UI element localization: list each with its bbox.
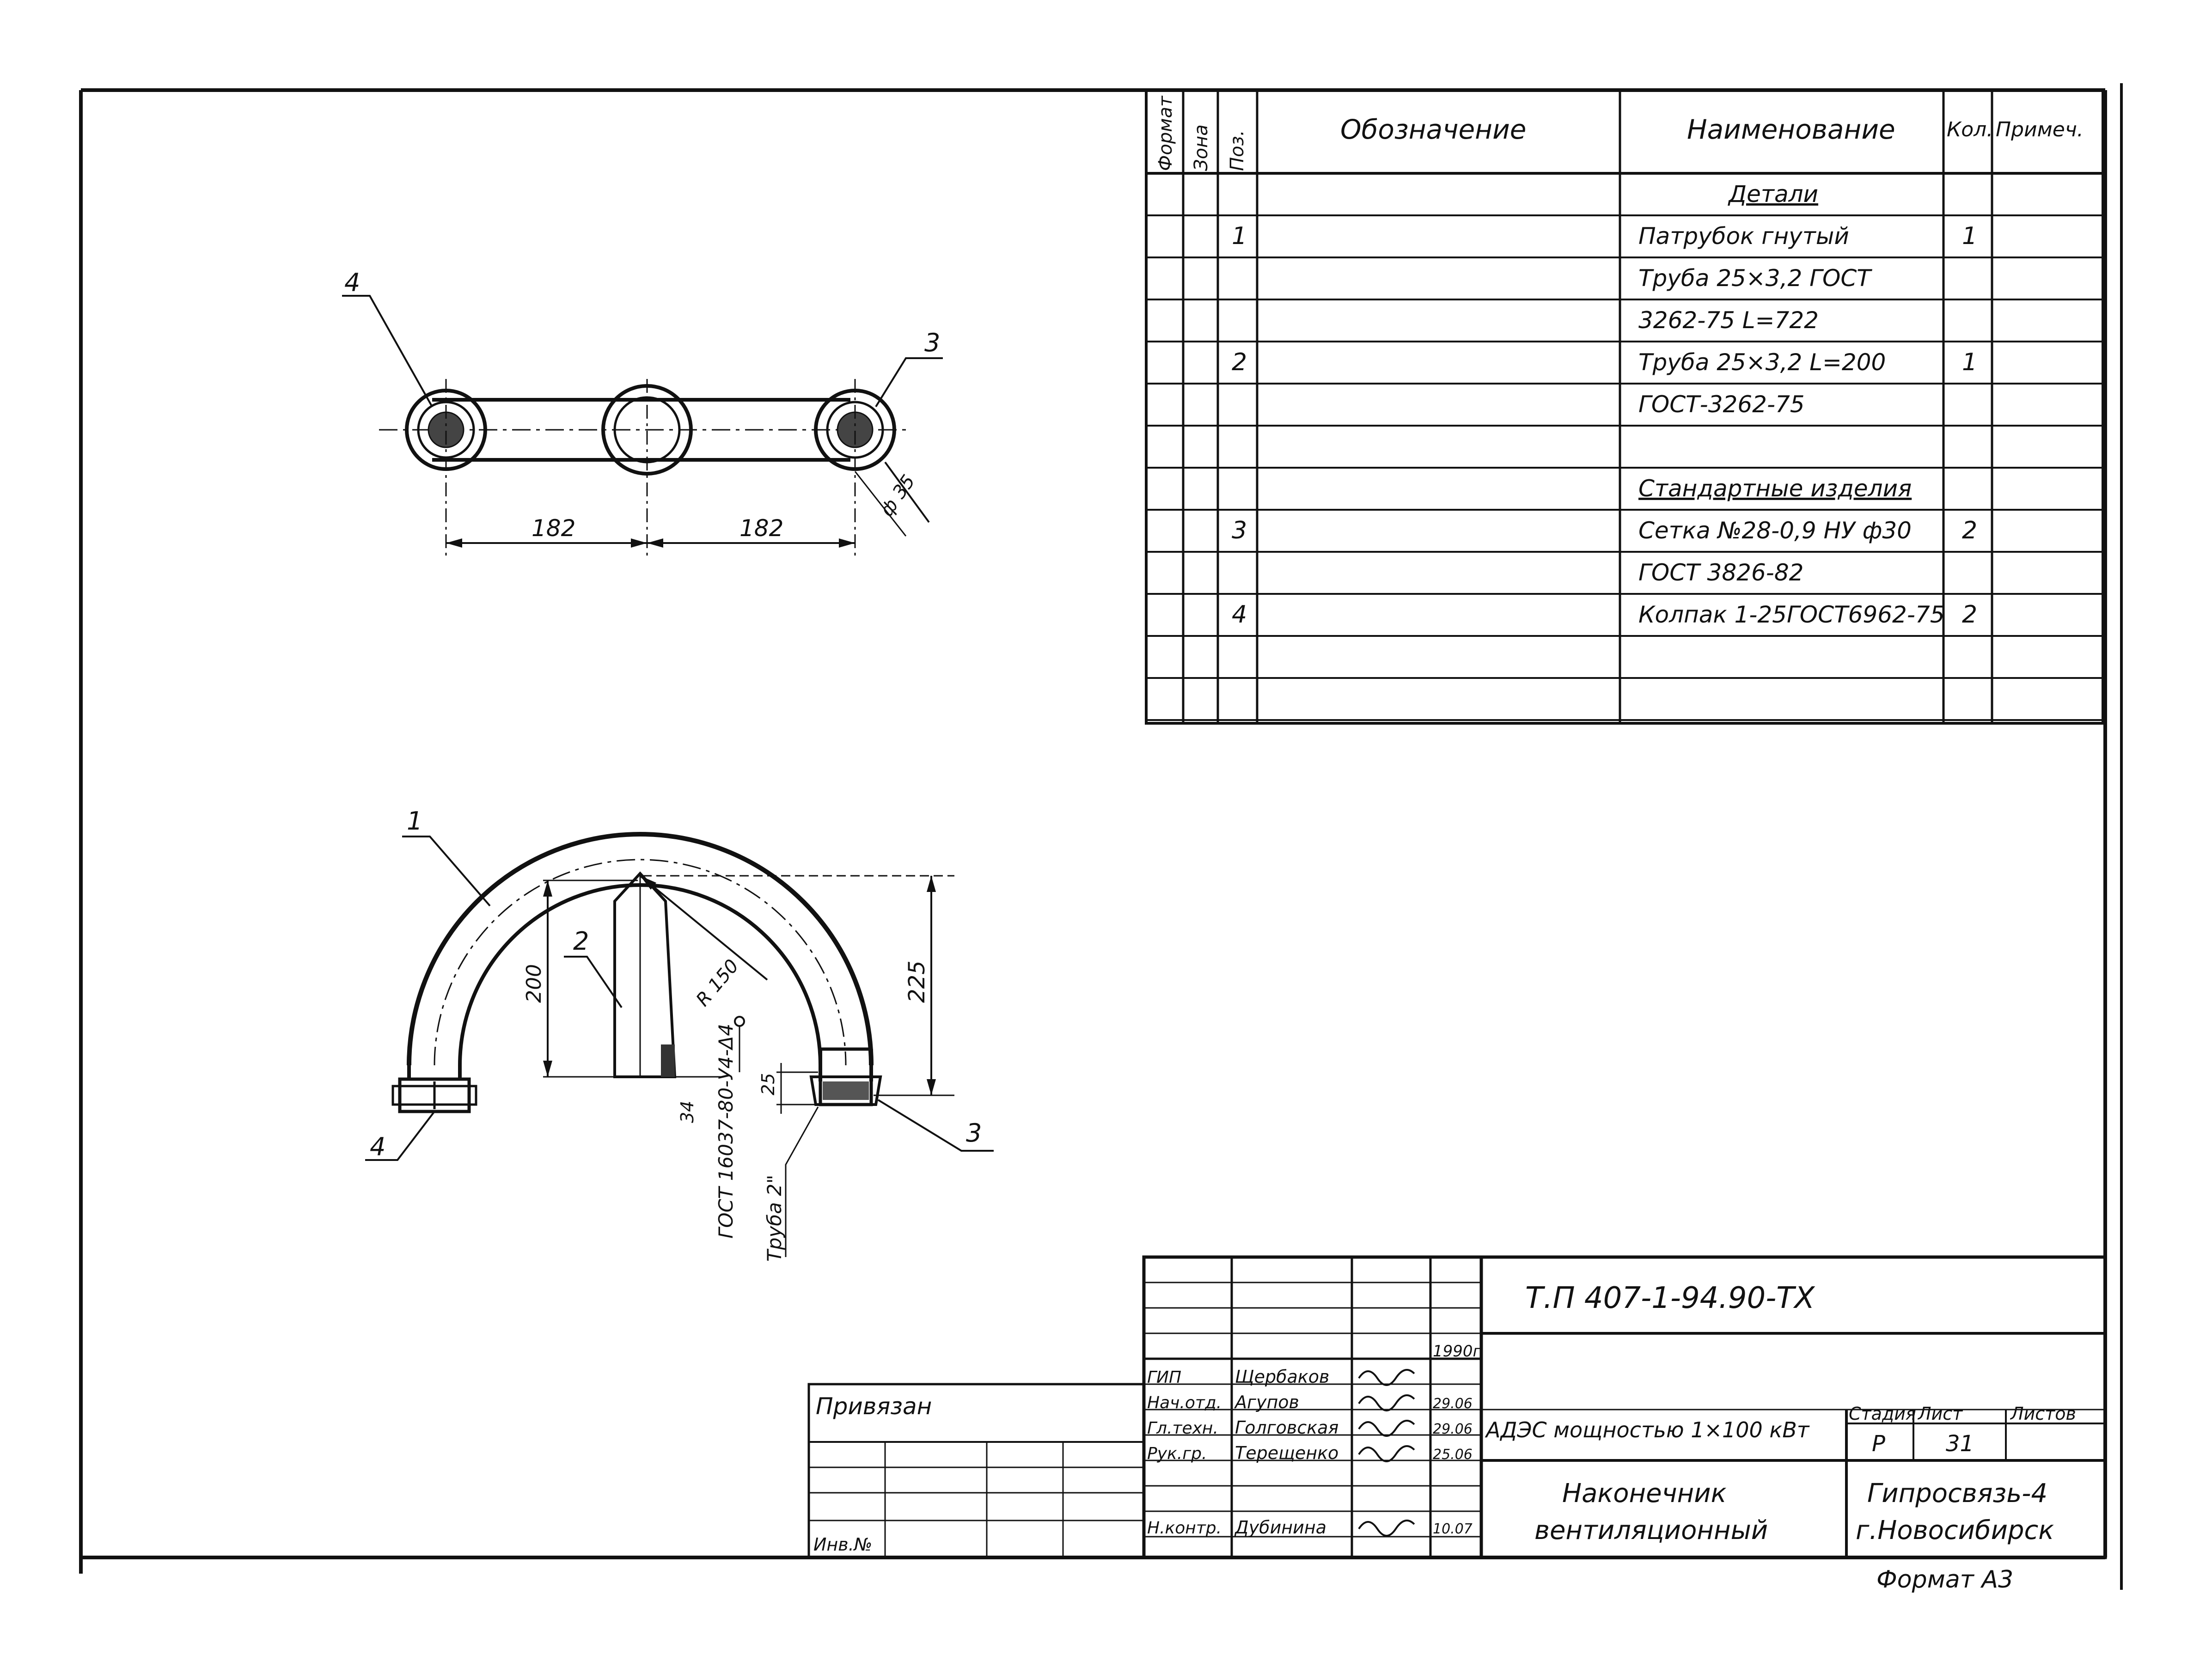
format-label: Формат А3: [1876, 1566, 2013, 1594]
doc-code: Т.П 407-1-94.90-ТХ: [1525, 1281, 1815, 1315]
front-leader-2: 2: [573, 927, 589, 956]
note-weld-gost: ГОСТ 16037-80-У4-Δ4: [715, 1024, 737, 1239]
header-zone: Зона: [1191, 124, 1212, 171]
staff-date: 25.06: [1433, 1447, 1473, 1463]
spec-cell-pos: 4: [1232, 601, 1247, 629]
header-pos: Поз.: [1227, 130, 1248, 171]
spec-cell-name: Труба 25×3,2 L=200: [1638, 349, 1886, 376]
org-name: Гипросвязь-4: [1867, 1478, 2047, 1508]
spec-cell-name: Сетка №28-0,9 НУ ф30: [1638, 517, 1912, 544]
signature-icon: [1358, 1445, 1415, 1462]
spec-cell-qty: 2: [1962, 601, 1977, 629]
header-designation: Обозначение: [1340, 114, 1526, 145]
spec-cell-name: 3262-75 L=722: [1638, 307, 1819, 334]
staff-name: Терещенко: [1235, 1443, 1338, 1463]
spec-section-heading: Стандартные изделия: [1638, 475, 1912, 502]
dim-25: 25: [758, 1073, 778, 1095]
dim-182-right: 182: [739, 515, 783, 542]
project-name: АДЭС мощностью 1×100 кВт: [1485, 1417, 1810, 1442]
spec-cell-name: Колпак 1-25ГОСТ6962-75: [1638, 601, 1945, 628]
spec-cell-pos: 1: [1232, 222, 1247, 250]
dim-diam-35: ф 35: [876, 471, 920, 520]
drawing-title-line1: Наконечник: [1562, 1478, 1727, 1508]
spec-cell-qty: 2: [1962, 517, 1977, 544]
sheets-label: Листов: [2010, 1404, 2076, 1424]
spec-cell-qty: 1: [1962, 222, 1977, 250]
signature-icon: [1358, 1520, 1415, 1537]
front-leader-4: 4: [370, 1132, 385, 1161]
staff-name: Голговская: [1235, 1417, 1338, 1438]
spec-section-heading: Детали: [1728, 181, 1818, 208]
staff-role: Рук.гр.: [1147, 1444, 1207, 1463]
dim-225: 225: [904, 960, 930, 1003]
staff-role: Нач.отд.: [1147, 1393, 1222, 1412]
spec-row-lines: [1146, 214, 2103, 721]
drawing-title-line2: вентиляционный: [1534, 1515, 1768, 1545]
front-view: 200 225 R 150 ГОСТ 16037-80-У4-Δ4 34 25 …: [365, 806, 994, 1262]
sheet-value: 31: [1946, 1431, 1974, 1457]
staff-role: ГИП: [1147, 1368, 1181, 1387]
spec-cell-name: Труба 25×3,2 ГОСТ: [1638, 265, 1872, 292]
top-leader-3: 3: [924, 328, 940, 357]
header-note: Примеч.: [1996, 118, 2084, 141]
top-leader-4: 4: [344, 268, 360, 297]
staff-date: 29.06: [1433, 1421, 1473, 1437]
staff-date: 10.07: [1433, 1521, 1473, 1537]
spec-cell-qty: 1: [1962, 348, 1977, 376]
specification-table: Формат Зона Поз. Обозначение Наименовани…: [1145, 89, 2104, 725]
top-view: 182 182 ф 35 4 3: [342, 268, 943, 557]
staff-date: 29.06: [1433, 1396, 1473, 1412]
header-qty: Кол.: [1947, 118, 1993, 141]
signature-icon: [1358, 1420, 1415, 1437]
dim-200: 200: [522, 964, 546, 1003]
cap-front-view: [391, 1077, 477, 1113]
spec-cell-name: Патрубок гнутый: [1638, 223, 1849, 250]
signature-icon: [1358, 1394, 1415, 1411]
dim-182-left: 182: [532, 515, 575, 542]
mesh-front-view: [809, 1047, 882, 1106]
sheet-label: Лист: [1917, 1404, 1963, 1424]
year: 1990г: [1433, 1342, 1482, 1361]
front-leader-3: 3: [966, 1118, 982, 1148]
title-block: Привязан Инв.№ Т.П 407-1-94.90-ТХ 1990г …: [807, 1255, 2107, 1594]
staff-name: Дубинина: [1234, 1517, 1326, 1538]
stage-value: Р: [1872, 1431, 1885, 1457]
spec-cell-pos: 3: [1232, 517, 1247, 544]
header-format: Формат: [1155, 95, 1176, 171]
spec-cell-name: ГОСТ-3262-75: [1638, 391, 1805, 418]
header-name: Наименование: [1687, 114, 1895, 145]
staff-name: Агупов: [1234, 1392, 1299, 1412]
stage-label: Стадия: [1849, 1404, 1916, 1424]
privyazan-label: Привязан: [816, 1393, 932, 1420]
staff-role: Н.контр.: [1147, 1519, 1222, 1538]
signature-icon: [1358, 1369, 1415, 1386]
spec-cell-pos: 2: [1232, 348, 1247, 376]
spec-cell-name: ГОСТ 3826-82: [1638, 559, 1803, 586]
inv-label: Инв.№: [813, 1534, 872, 1555]
staff-name: Щербаков: [1235, 1367, 1329, 1387]
note-pipe-2in: Труба 2": [763, 1175, 786, 1262]
front-leader-1: 1: [407, 806, 422, 836]
dim-34: 34: [677, 1101, 697, 1123]
org-city: г.Новосибирск: [1856, 1515, 2054, 1545]
staff-role: Гл.техн.: [1147, 1419, 1218, 1438]
dim-r150: R 150: [692, 955, 743, 1010]
